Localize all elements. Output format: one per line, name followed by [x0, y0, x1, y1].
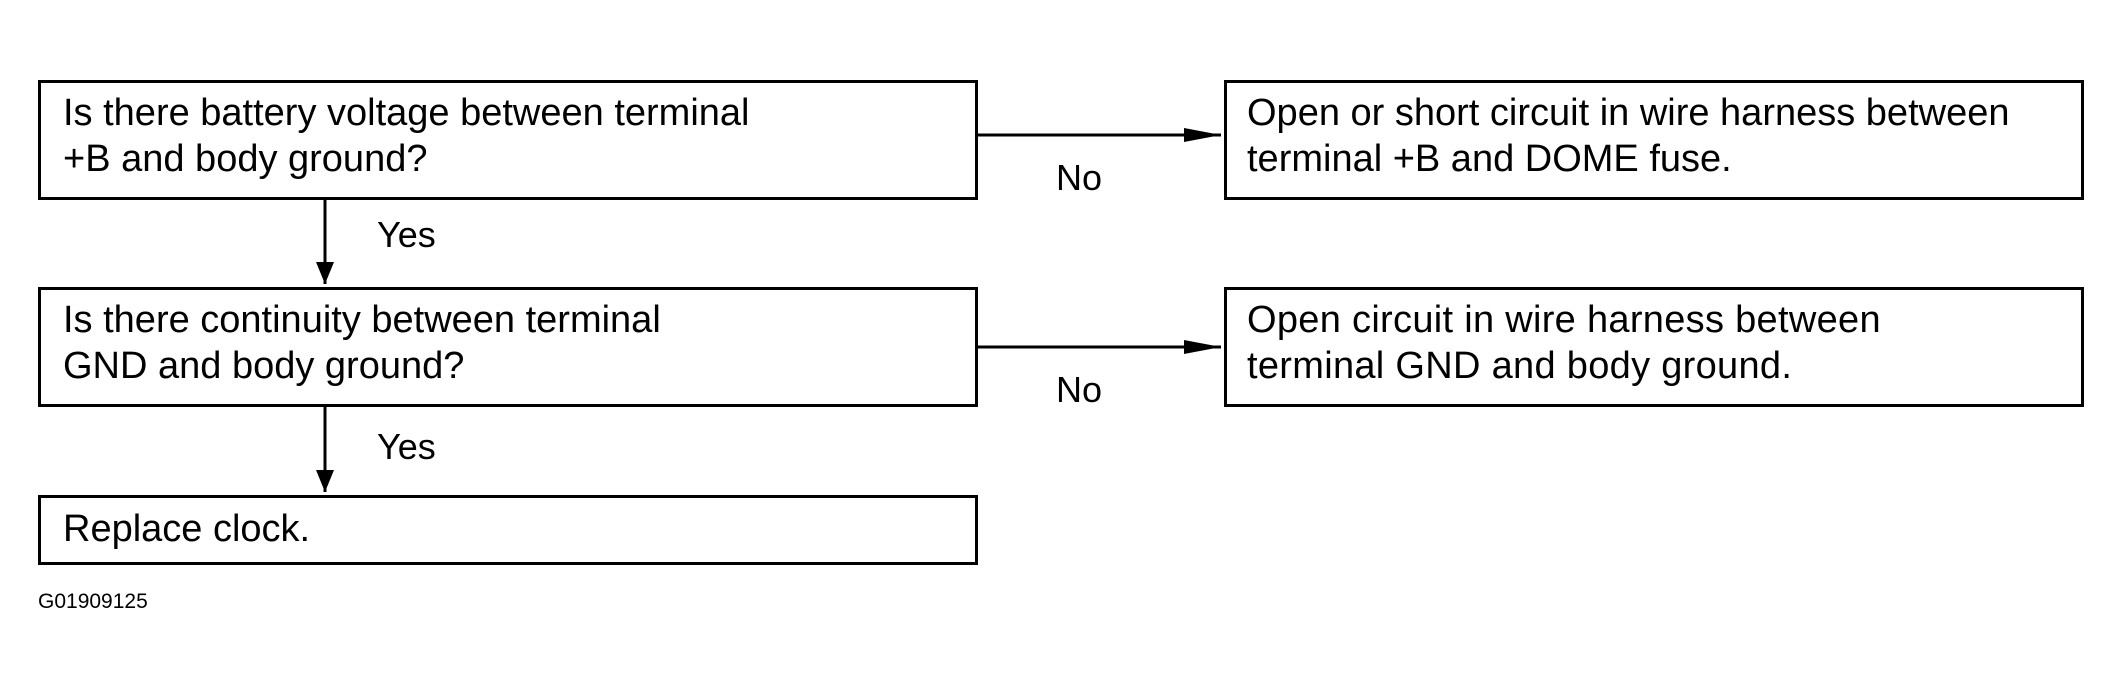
- decision-text-line: Is there battery voltage between termina…: [63, 92, 750, 134]
- action-box-replace-clock: Replace clock.: [38, 495, 978, 565]
- action-text: Replace clock.: [63, 508, 311, 550]
- decision-text-line: Is there continuity between terminal: [63, 299, 661, 341]
- yes-label-1: Yes: [377, 214, 436, 255]
- yes-label-2: Yes: [377, 426, 436, 467]
- decision-text-line: +B and body ground?: [63, 138, 428, 180]
- decision-box-battery-voltage: Is there battery voltage between termina…: [38, 80, 978, 200]
- decision-text-line: GND and body ground?: [63, 345, 465, 387]
- result-text-line: Open circuit in wire harness between: [1247, 299, 1881, 341]
- arrowhead-q1-to-result-1: [1184, 128, 1221, 142]
- result-box-open-circuit: Open circuit in wire harness between ter…: [1224, 287, 2084, 407]
- result-text-line: terminal +B and DOME fuse.: [1247, 138, 1732, 180]
- decision-box-continuity: Is there continuity between terminal GND…: [38, 287, 978, 407]
- result-box-open-short-circuit: Open or short circuit in wire harness be…: [1224, 80, 2084, 200]
- figure-id: G01909125: [38, 590, 148, 613]
- result-text-line: Open or short circuit in wire harness be…: [1247, 92, 2010, 134]
- arrowhead-q2-to-result-2: [1184, 340, 1221, 354]
- arrowhead-q2-to-action: [316, 470, 334, 492]
- no-label-2: No: [1056, 369, 1103, 410]
- arrowhead-q1-to-q2: [316, 262, 334, 284]
- result-text-line: terminal GND and body ground.: [1247, 345, 1793, 387]
- no-label-1: No: [1056, 157, 1103, 198]
